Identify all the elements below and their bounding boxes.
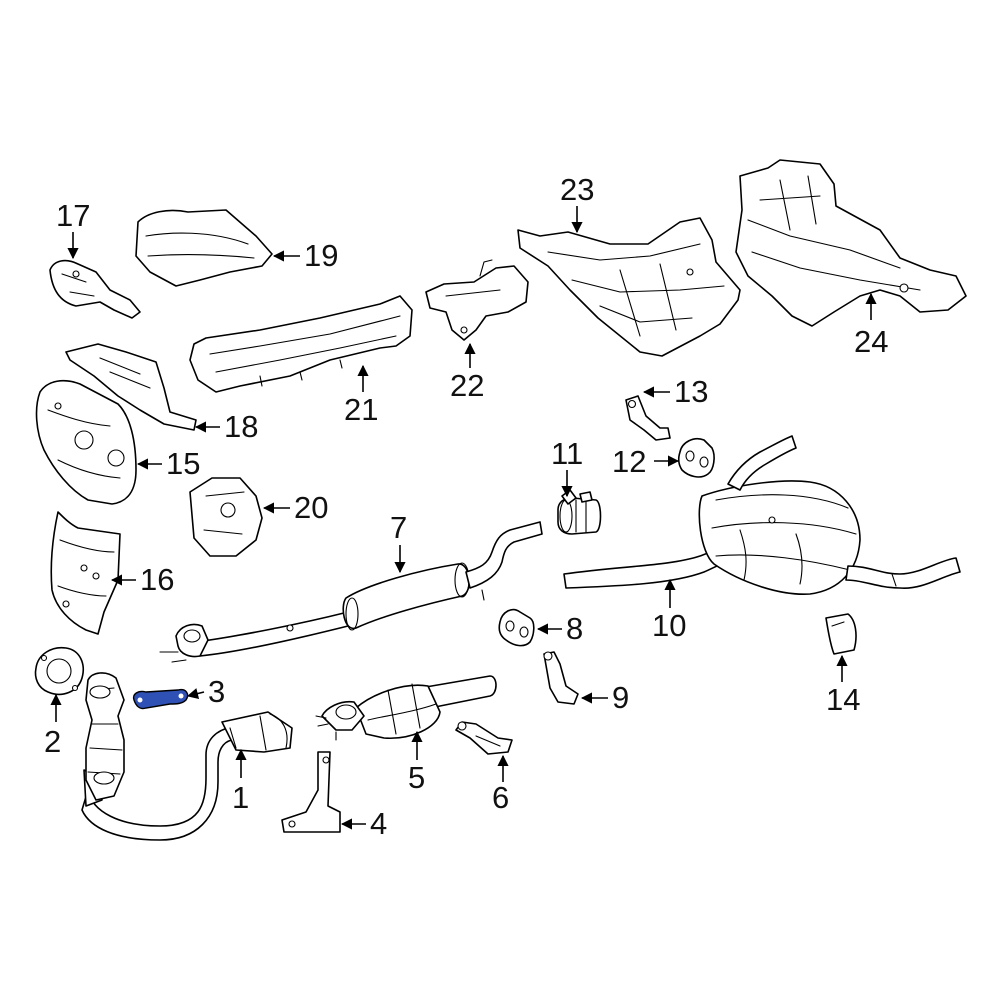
callout-12-label: 12 xyxy=(612,444,646,479)
callout-20-label: 20 xyxy=(294,490,328,525)
callout-4: 4 xyxy=(340,806,387,841)
part-15-heat-shield[interactable] xyxy=(35,379,137,505)
callout-9-label: 9 xyxy=(612,680,629,715)
callout-24: 24 xyxy=(854,292,888,359)
part-17-bracket[interactable] xyxy=(49,259,141,319)
part-16-heat-shield[interactable] xyxy=(50,511,121,635)
callout-3-label: 3 xyxy=(208,674,225,709)
callout-15-label: 15 xyxy=(166,446,200,481)
callout-6-label: 6 xyxy=(492,780,509,815)
catalytic-converter-front[interactable] xyxy=(85,672,125,801)
callout-22-label: 22 xyxy=(450,368,484,403)
callout-23: 23 xyxy=(560,172,594,234)
callout-6: 6 xyxy=(492,754,509,815)
callout-14-label: 14 xyxy=(826,682,860,717)
callout-7: 7 xyxy=(390,510,407,574)
callout-10: 10 xyxy=(652,578,686,643)
callout-16: 16 xyxy=(110,562,174,597)
callout-20: 20 xyxy=(262,490,328,525)
callout-2: 2 xyxy=(44,693,62,759)
callout-18-label: 18 xyxy=(224,409,258,444)
part-7-intermediate-pipe[interactable] xyxy=(159,521,543,663)
callout-23-label: 23 xyxy=(560,172,594,207)
callout-7-label: 7 xyxy=(390,510,407,545)
callout-13: 13 xyxy=(642,374,708,409)
part-19-heat-shield[interactable] xyxy=(135,209,273,287)
part-21-heat-shield[interactable] xyxy=(189,295,413,393)
part-9-hanger[interactable] xyxy=(543,651,579,705)
part-20-heat-shield[interactable] xyxy=(189,477,263,557)
part-13-hanger[interactable] xyxy=(625,395,671,441)
callout-11-label: 11 xyxy=(551,436,583,471)
callout-16-label: 16 xyxy=(140,562,174,597)
callout-10-label: 10 xyxy=(652,608,686,643)
callout-22: 22 xyxy=(450,342,484,403)
callout-5-label: 5 xyxy=(408,760,425,795)
part-22-heat-shield[interactable] xyxy=(425,259,529,341)
part-4-bracket[interactable] xyxy=(281,751,341,833)
callout-24-label: 24 xyxy=(854,324,888,359)
part-5-converter[interactable] xyxy=(315,675,497,741)
part-2-gasket[interactable] xyxy=(34,646,84,696)
callout-8: 8 xyxy=(536,611,583,646)
part-24-heat-shield[interactable] xyxy=(735,159,967,327)
callout-18: 18 xyxy=(194,409,258,444)
callout-8-label: 8 xyxy=(566,611,583,646)
part-6-mount[interactable] xyxy=(455,721,513,755)
part-3-bracket[interactable] xyxy=(132,688,189,710)
part-23-heat-shield[interactable] xyxy=(517,217,741,357)
callout-11: 11 xyxy=(551,436,583,498)
callout-21: 21 xyxy=(344,364,378,427)
callout-19: 19 xyxy=(272,238,338,273)
part-12-isolator[interactable] xyxy=(677,437,715,478)
callout-4-label: 4 xyxy=(370,806,387,841)
part-10-rear-muffler[interactable] xyxy=(563,435,961,595)
callout-9: 9 xyxy=(580,680,629,715)
callout-5: 5 xyxy=(408,730,425,795)
callout-2-label: 2 xyxy=(44,724,61,759)
part-11-clamp[interactable] xyxy=(557,489,602,535)
part-8-isolator[interactable] xyxy=(498,608,535,647)
callout-1: 1 xyxy=(232,748,249,815)
callout-12: 12 xyxy=(612,444,680,479)
callout-21-label: 21 xyxy=(344,392,378,427)
callout-17: 17 xyxy=(56,198,90,260)
callout-17-label: 17 xyxy=(56,198,90,233)
part-14-shield[interactable] xyxy=(825,613,857,655)
callout-14: 14 xyxy=(826,654,860,717)
callout-3: 3 xyxy=(186,674,225,709)
callout-19-label: 19 xyxy=(304,238,338,273)
callout-13-label: 13 xyxy=(674,374,708,409)
callout-15: 15 xyxy=(136,446,200,481)
callout-1-label: 1 xyxy=(232,780,249,815)
